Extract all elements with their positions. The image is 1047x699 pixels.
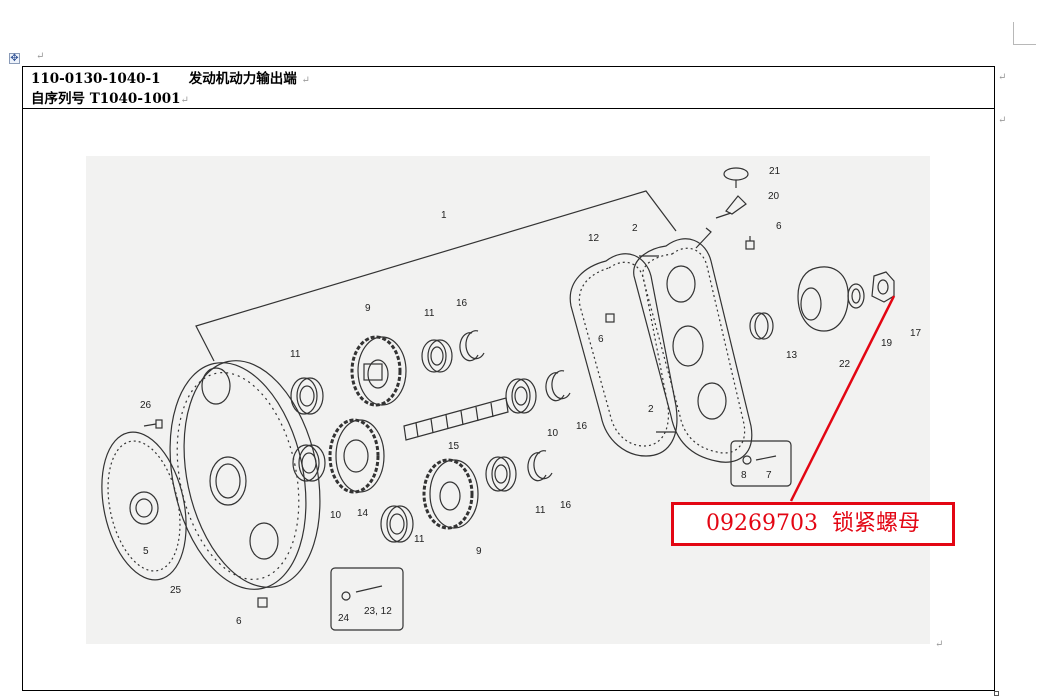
serial-text: 自序列号 T1040-1001 [31, 91, 181, 107]
part-label: 9 [476, 546, 482, 557]
bearing-11d [485, 456, 517, 492]
part-label: 6 [776, 221, 782, 232]
bearing-10a [292, 444, 326, 482]
title-line: 110-0130-1040-1 发动机动力输出端 ↵ [31, 71, 310, 87]
flange-cover [101, 431, 187, 581]
bearing-11a [290, 377, 324, 415]
part-label: 13 [786, 350, 798, 361]
part-label: 16 [560, 500, 572, 511]
part-label: 5 [143, 546, 149, 557]
parts-table: 110-0130-1040-1 发动机动力输出端 ↵ 自序列号 T1040-10… [22, 66, 995, 691]
snap-ring-16a [459, 330, 485, 362]
gear-9a [350, 335, 407, 407]
part-label: 21 [769, 166, 781, 177]
snap-ring-16c [527, 450, 553, 482]
part-title: 发动机动力输出端 [188, 71, 297, 87]
part-label: 26 [140, 400, 152, 411]
paragraph-mark: ↵ [36, 51, 45, 62]
lock-nut-17 [871, 271, 895, 303]
part-label: 23, 12 [364, 606, 392, 617]
part-label: 25 [170, 585, 182, 596]
part-code: 110-0130-1040-1 [31, 71, 161, 87]
page-corner-mark [1013, 22, 1036, 45]
breather-21 [723, 167, 749, 188]
part-label: 24 [338, 613, 350, 624]
shaft-15 [403, 397, 509, 441]
part-label: 11 [424, 308, 435, 319]
bolt-26 [143, 419, 163, 429]
callout-leader-line [789, 295, 896, 502]
bolt-6-mid [605, 313, 615, 323]
gear-9b [422, 458, 479, 530]
washer-19 [847, 283, 865, 309]
gear-housing [633, 238, 753, 463]
bearing-11b [421, 339, 453, 373]
hardware-inset-23-24 [330, 567, 404, 631]
callout-part-name: 锁紧螺母 [831, 511, 920, 536]
part-label: 2 [632, 223, 638, 234]
part-label: 17 [910, 328, 922, 339]
elbow-20 [715, 195, 747, 219]
part-label: 11 [290, 349, 301, 360]
part-label: 15 [448, 441, 460, 452]
table-move-handle-icon[interactable]: ✥ [9, 53, 20, 64]
callout-box: 09269703 锁紧螺母 [671, 502, 955, 546]
part-label: 9 [365, 303, 371, 314]
cover-22 [797, 266, 849, 332]
hardware-inset-7-8 [730, 440, 792, 487]
paragraph-mark: ↵ [935, 639, 944, 650]
gear-14 [328, 418, 385, 494]
bearing-10b [505, 378, 537, 414]
part-label: 2 [648, 404, 654, 415]
part-label: 11 [414, 534, 425, 545]
part-label: 6 [598, 334, 604, 345]
paragraph-mark: ↵ [301, 75, 310, 86]
table-resize-handle[interactable] [994, 691, 999, 696]
serial-line: 自序列号 T1040-1001↵ [31, 91, 189, 107]
paragraph-mark: ↵ [180, 95, 189, 106]
assembly-bracket [195, 190, 712, 362]
part-label: 10 [330, 510, 342, 521]
part-label: 12 [588, 233, 600, 244]
bolt-6-upper [745, 236, 755, 250]
callout-part-number: 09269703 [706, 511, 818, 536]
part-label: 20 [768, 191, 780, 202]
bolt-6-lower [257, 597, 268, 608]
part-label: 10 [547, 428, 559, 439]
part-label: 16 [456, 298, 468, 309]
part-label: 11 [535, 505, 546, 516]
part-label: 7 [766, 470, 772, 481]
housing-plate [169, 360, 321, 590]
snap-ring-16b [545, 370, 571, 402]
gasket-12 [569, 253, 678, 457]
part-label: 8 [741, 470, 747, 481]
end-of-row-mark: ↵ [998, 115, 1007, 126]
bearing-11c [380, 505, 414, 543]
part-label: 22 [839, 359, 851, 370]
end-of-row-mark: ↵ [998, 72, 1007, 83]
part-label: 19 [881, 338, 893, 349]
part-label: 1 [441, 210, 447, 221]
bearing-13 [749, 312, 774, 340]
title-row: 110-0130-1040-1 发动机动力输出端 ↵ 自序列号 T1040-10… [23, 67, 994, 109]
part-label: 16 [576, 421, 588, 432]
part-label: 6 [236, 616, 242, 627]
part-label: 14 [357, 508, 369, 519]
